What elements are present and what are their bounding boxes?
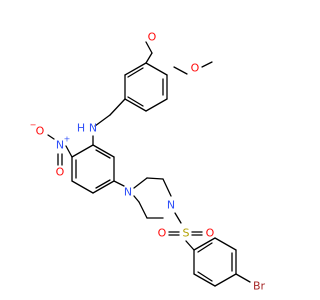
methoxy-oxygen-label: O [148, 31, 157, 44]
nitro-oxygen-charge: − [30, 121, 37, 130]
methoxy-oxygen-label: O [191, 62, 200, 75]
nitro-nitrogen-label: N [56, 139, 64, 152]
nitro-oxygen-label: O [36, 125, 45, 138]
sulfonyl-oxygen-label: O [206, 227, 215, 240]
nitro-oxygen-label: O [56, 166, 65, 179]
atom-labels: O O N H N + O − O N N S O O Br [30, 31, 266, 293]
amine-hydrogen-label: H [77, 122, 85, 135]
piperazine-nitrogen-label: N [124, 186, 132, 199]
amine-nitrogen-label: N [89, 122, 97, 135]
chemical-structure: O O N H N + O − O N N S O O Br [30, 31, 266, 293]
bromine-label: Br [253, 280, 266, 293]
sulfur-label: S [183, 227, 190, 240]
piperazine-nitrogen-label: N [167, 199, 175, 212]
sulfonyl-oxygen-label: O [158, 227, 167, 240]
nitro-nitrogen-charge: + [64, 135, 71, 144]
bond-lines [47, 41, 251, 287]
